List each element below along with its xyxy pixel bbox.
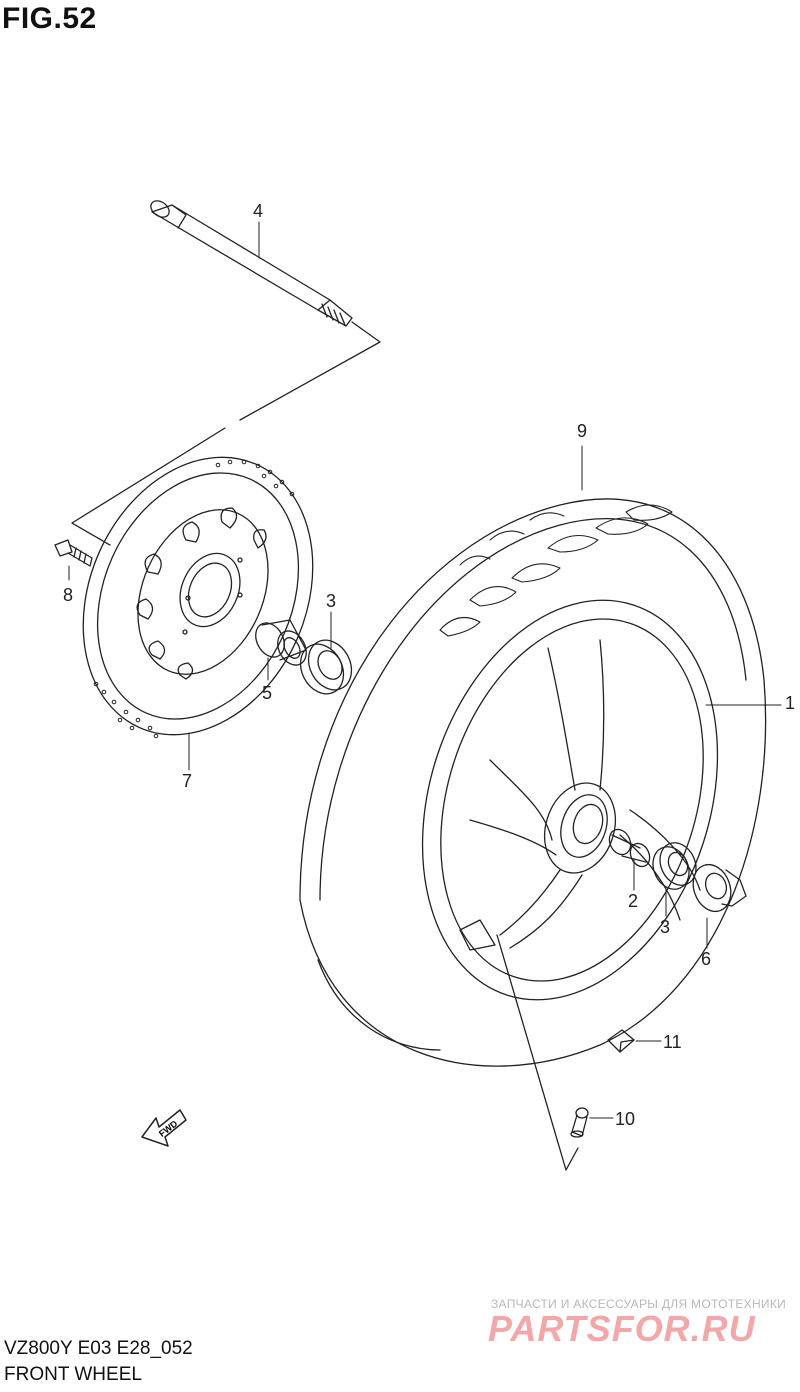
callout-7: 7	[182, 771, 193, 791]
spacer-right	[692, 863, 747, 913]
callout-11: 11	[663, 1032, 682, 1052]
tyre-valve	[570, 1107, 589, 1138]
watermark-tagline: ЗАПЧАСТИ И АКСЕССУАРЫ ДЛЯ МОТОТЕХНИКИ	[491, 1297, 787, 1311]
callout-5: 5	[262, 683, 273, 703]
model-code: VZ800Y E03 E28_052	[4, 1338, 193, 1359]
callout-9: 9	[577, 421, 588, 441]
diagram-name: FRONT WHEEL	[4, 1364, 142, 1385]
callout-2: 2	[628, 891, 639, 911]
callout-1: 1	[785, 693, 796, 713]
front-tyre	[299, 498, 767, 1067]
front-axle	[150, 200, 353, 327]
callout-10: 10	[615, 1109, 636, 1129]
watermark-logo: PARTSFOR.RU	[488, 1308, 756, 1349]
disc-drill-holes	[93, 459, 295, 739]
brake-disc	[82, 456, 314, 736]
valve-guide-line	[496, 934, 579, 1171]
figure-title: FIG.52	[2, 2, 97, 35]
callout-6: 6	[701, 949, 712, 969]
collar	[608, 828, 651, 868]
callout-3-left: 3	[326, 591, 337, 611]
callout-8: 8	[63, 585, 74, 605]
bearing-left	[299, 639, 353, 695]
forward-arrow-icon: FWD	[141, 1109, 187, 1147]
axle-guide-line	[71, 321, 381, 546]
leader-lines	[68, 221, 782, 1119]
tyre-tread	[439, 504, 673, 637]
front-wheel-rim	[421, 599, 719, 1001]
bearing-right	[652, 842, 697, 890]
disc-bolt	[54, 539, 93, 567]
callout-4: 4	[253, 201, 264, 221]
callout-3-right: 3	[660, 917, 671, 937]
balance-weight	[607, 1029, 635, 1053]
